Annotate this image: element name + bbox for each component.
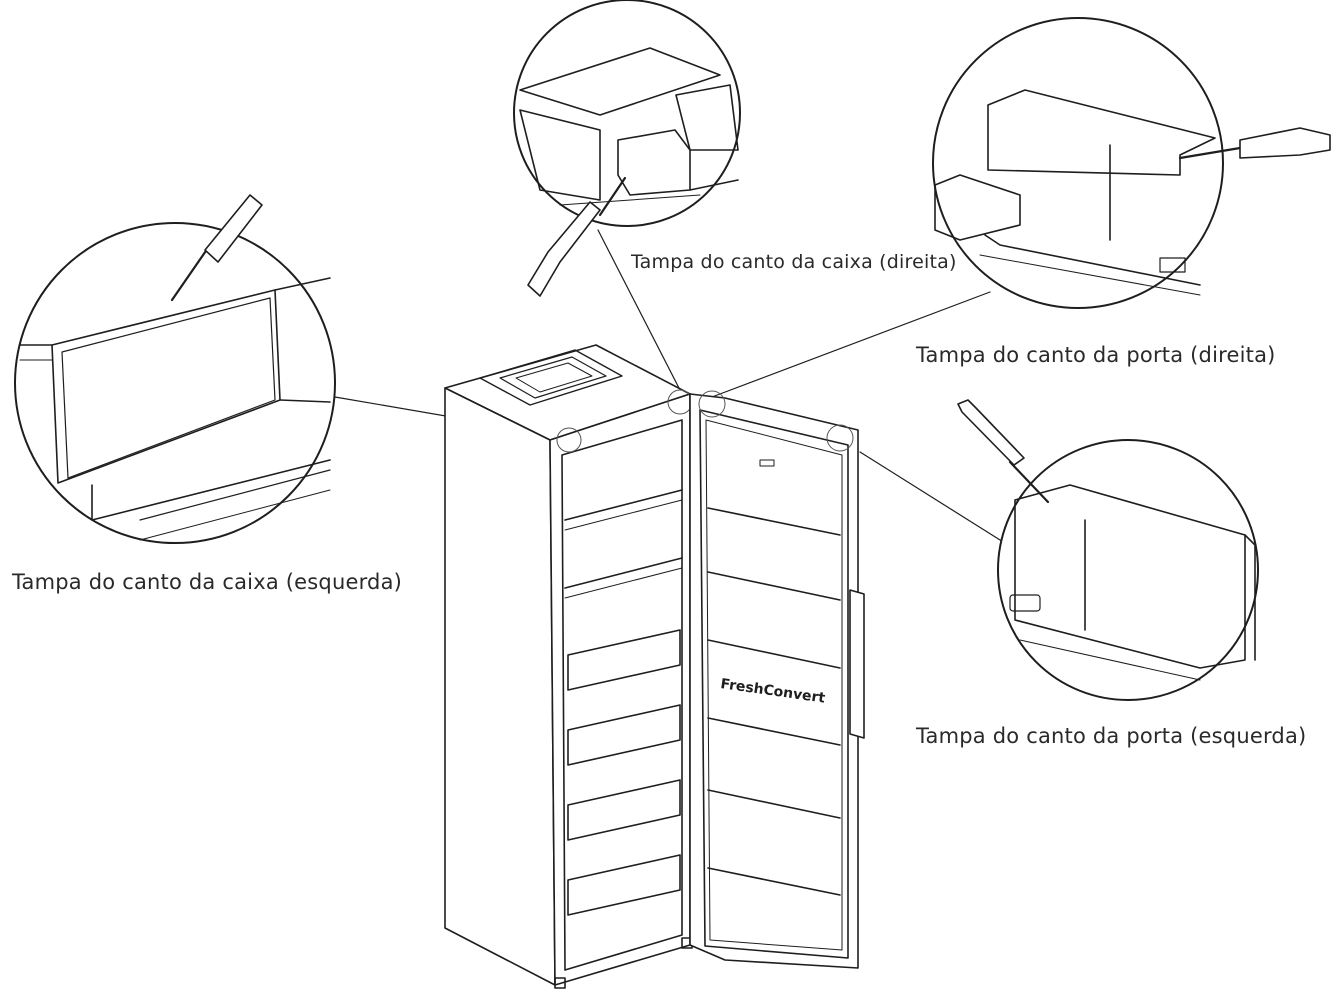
screwdriver-icon — [170, 194, 263, 302]
screwdriver-icon — [1178, 127, 1331, 160]
label-caixa-esquerda: Tampa do canto da caixa (esquerda) — [12, 570, 403, 594]
refrigerator-door — [689, 390, 865, 969]
refrigerator-cabinet — [444, 344, 693, 989]
screwdriver-icon — [527, 176, 627, 297]
detail-circle-porta-esquerda — [957, 399, 1259, 701]
label-porta-direita: Tampa do canto da porta (direita) — [916, 343, 1276, 367]
detail-circle-caixa-direita — [513, 0, 741, 297]
detail-circle-caixa-esquerda — [14, 194, 336, 544]
label-caixa-direita: Tampa do canto da caixa (direita) — [631, 251, 957, 273]
label-porta-esquerda: Tampa do canto da porta (esquerda) — [916, 724, 1307, 748]
screwdriver-icon — [957, 399, 1050, 504]
detail-circle-porta-direita — [932, 17, 1331, 309]
